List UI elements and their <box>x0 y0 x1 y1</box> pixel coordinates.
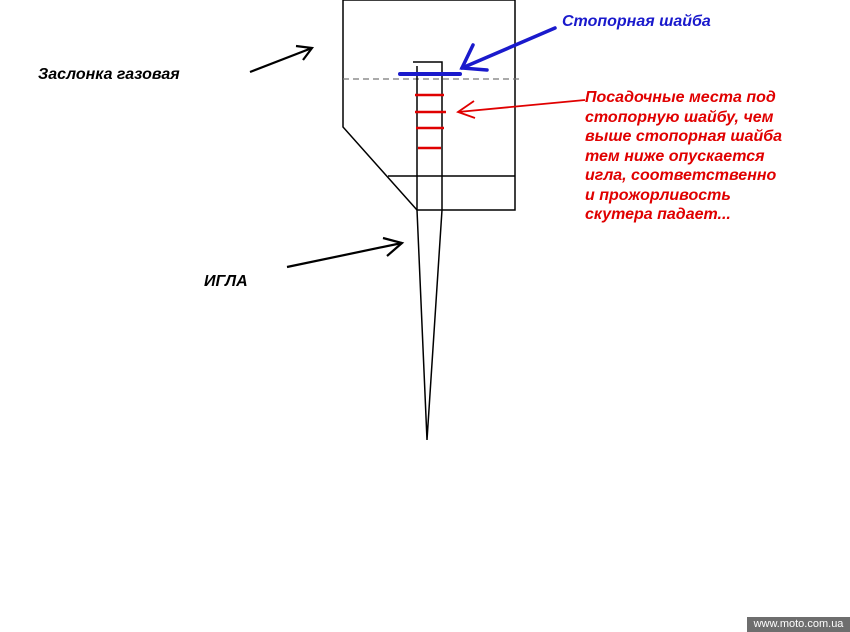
red-arrow-icon <box>456 99 586 119</box>
black-arrow-icon <box>286 236 405 269</box>
watermark: www.moto.com.ua <box>747 617 850 632</box>
needle-taper <box>416 209 443 441</box>
throttle-valve-label: Заслонка газовая <box>38 66 180 83</box>
black-arrow-icon <box>249 44 315 74</box>
throttle-valve-body <box>342 0 516 211</box>
needle-top <box>413 61 443 210</box>
needle-label: ИГЛА <box>204 273 248 290</box>
washer-seats-note: Посадочные места под стопорную шайбу, че… <box>585 89 783 223</box>
blue-arrow-icon <box>459 26 557 72</box>
washer-seats <box>415 93 446 150</box>
lock-washer-label: Стопорная шайба <box>562 13 711 30</box>
